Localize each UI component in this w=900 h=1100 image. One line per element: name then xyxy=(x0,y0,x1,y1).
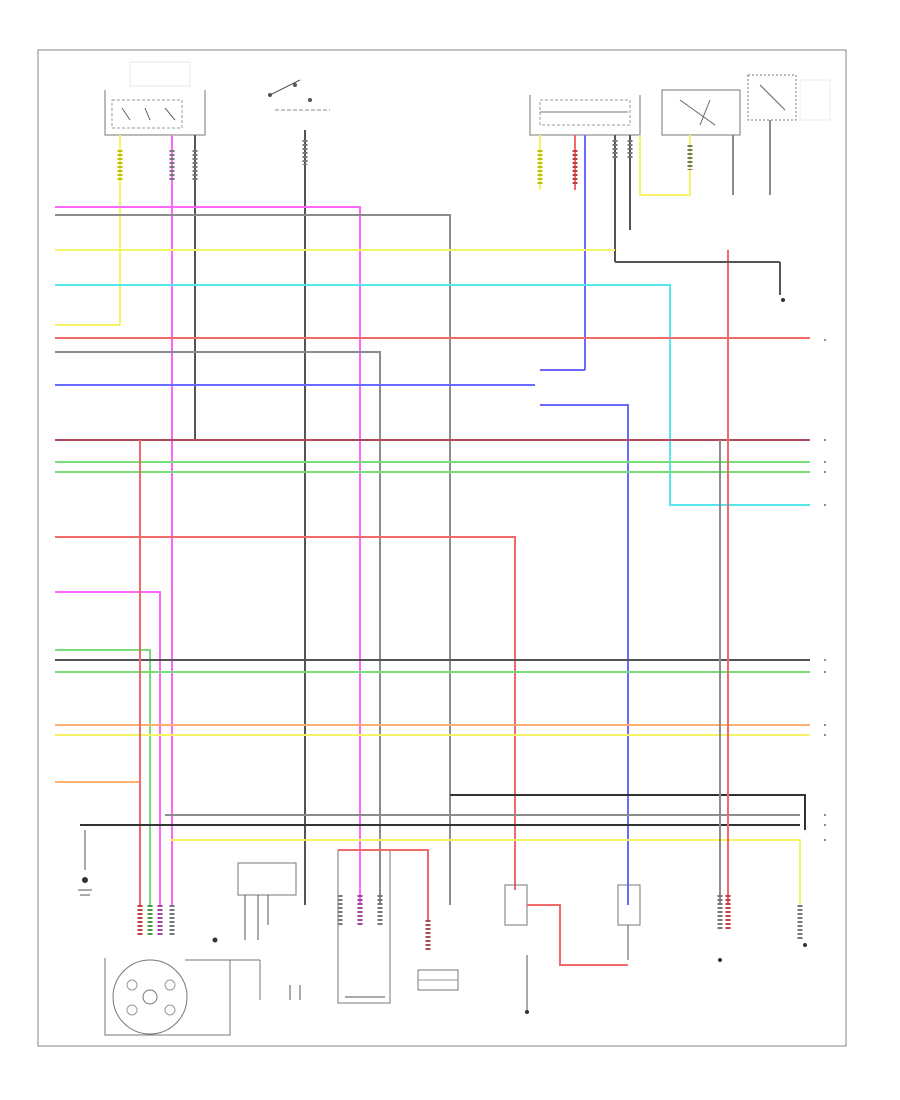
distributor xyxy=(104,958,261,1036)
horizontal-wires xyxy=(55,206,810,905)
ignition-switch xyxy=(268,79,330,111)
top-vertical-wires xyxy=(119,120,771,905)
connectors xyxy=(117,140,803,950)
right-relay xyxy=(747,74,831,121)
ground-point xyxy=(78,830,92,896)
center-switch-assembly xyxy=(529,95,641,136)
speed-transducer xyxy=(337,849,429,1004)
sensor-module xyxy=(417,969,459,991)
left-lower-module xyxy=(504,884,628,1010)
right-edge-terminals xyxy=(824,339,826,841)
ground-terminals xyxy=(212,298,807,1014)
diagram-border xyxy=(37,49,847,1047)
top-left-switch-assembly xyxy=(104,61,206,136)
right-lower-module xyxy=(617,884,641,960)
ignition-coil xyxy=(237,862,301,1000)
relay-assembly xyxy=(661,89,741,136)
